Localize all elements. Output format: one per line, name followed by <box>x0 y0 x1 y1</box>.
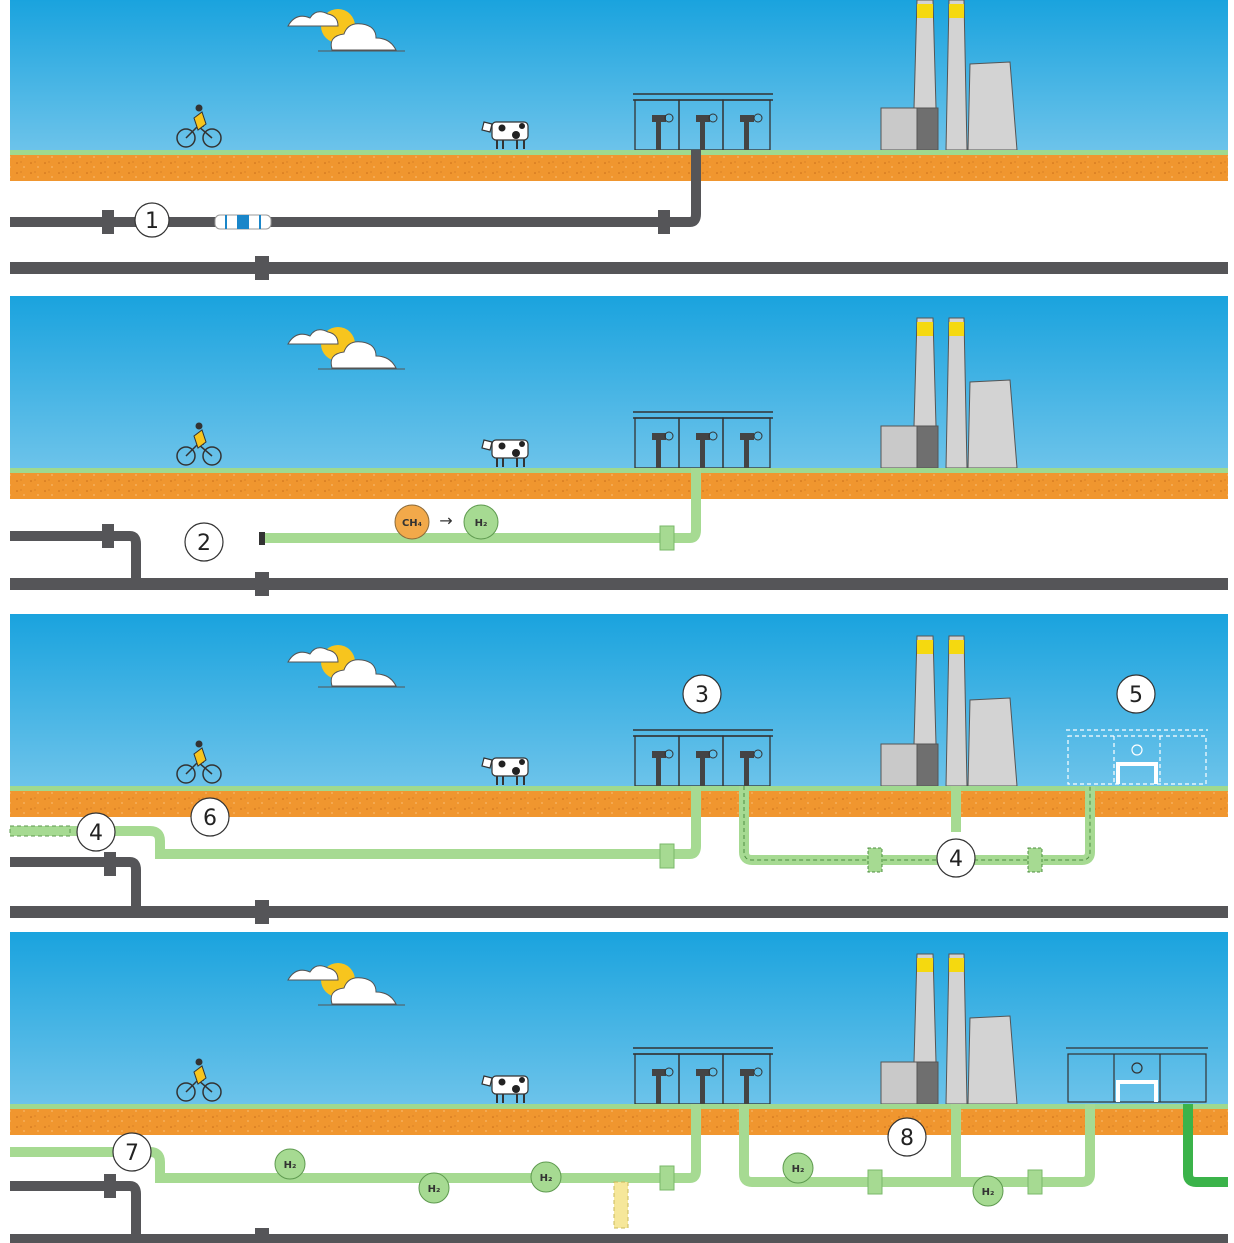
svg-text:1: 1 <box>145 209 159 234</box>
green-hydrogen-pipe <box>10 1104 701 1183</box>
marker-4-left: 4 <box>76 812 116 852</box>
soil-layer <box>10 473 1228 499</box>
grass-strip <box>10 786 1228 791</box>
green-hydrogen-network <box>739 1104 1095 1195</box>
marker-4-right: 4 <box>936 838 976 878</box>
svg-text:6: 6 <box>203 806 217 831</box>
svg-text:4: 4 <box>949 847 963 872</box>
grass-strip <box>10 150 1228 155</box>
green-hydrogen-pipe <box>10 786 701 859</box>
marker-5: 5 <box>1116 674 1156 714</box>
h2-badge: H₂ <box>418 1172 450 1204</box>
svg-text:7: 7 <box>125 1141 139 1166</box>
marker-6: 6 <box>190 797 230 837</box>
svg-text:3: 3 <box>695 683 709 708</box>
gray-main-pipe <box>10 572 1228 596</box>
grass-strip <box>10 1104 1228 1109</box>
h2-badge: H₂ <box>463 504 499 540</box>
svg-text:2: 2 <box>197 531 211 556</box>
soil-layer <box>10 155 1228 181</box>
ch4-badge: CH₄ <box>394 504 430 540</box>
h2-badge: H₂ <box>972 1175 1004 1207</box>
future-station-icon <box>1066 729 1208 785</box>
svg-text:8: 8 <box>900 1126 914 1151</box>
svg-text:CH₄: CH₄ <box>402 518 422 529</box>
grass-strip <box>10 468 1228 473</box>
marker-3: 3 <box>682 674 722 714</box>
marker-7: 7 <box>112 1132 152 1172</box>
sky <box>10 0 1228 150</box>
svg-text:5: 5 <box>1129 683 1143 708</box>
scene-2 <box>10 296 1228 596</box>
new-station-icon <box>1066 1047 1208 1103</box>
conversion-arrow: → <box>439 511 452 530</box>
svg-text:H₂: H₂ <box>982 1187 995 1198</box>
gray-gas-pipe <box>10 857 141 906</box>
gray-gas-pipe <box>10 531 141 582</box>
sky <box>10 614 1228 786</box>
svg-text:H₂: H₂ <box>540 1173 553 1184</box>
planned-green-pipe <box>739 786 1095 873</box>
dark-green-pipe <box>1183 1104 1228 1187</box>
soil-layer <box>10 1109 1228 1135</box>
h2-badge: H₂ <box>782 1152 814 1184</box>
svg-text:H₂: H₂ <box>475 518 488 529</box>
h2-badge: H₂ <box>274 1148 306 1180</box>
marker-1: 1 <box>134 202 170 238</box>
marker-2: 2 <box>184 522 224 562</box>
green-hydrogen-pipe <box>262 468 701 543</box>
sky <box>10 932 1228 1104</box>
marker-8: 8 <box>887 1117 927 1157</box>
gray-main-pipe <box>10 256 1228 280</box>
gray-main-pipe <box>10 900 1228 924</box>
gray-main-pipe <box>10 1228 1228 1243</box>
branch-pipe <box>613 1181 629 1229</box>
scene-4 <box>10 932 1228 1243</box>
scene-3 <box>9 614 1228 924</box>
gray-gas-pipe <box>10 1181 141 1243</box>
scene-1 <box>10 0 1228 280</box>
svg-text:4: 4 <box>89 821 103 846</box>
svg-text:H₂: H₂ <box>284 1160 297 1171</box>
svg-text:H₂: H₂ <box>428 1184 441 1195</box>
sky <box>10 296 1228 468</box>
h2-badge: H₂ <box>530 1161 562 1193</box>
svg-text:H₂: H₂ <box>792 1164 805 1175</box>
gray-gas-pipe <box>10 150 701 234</box>
